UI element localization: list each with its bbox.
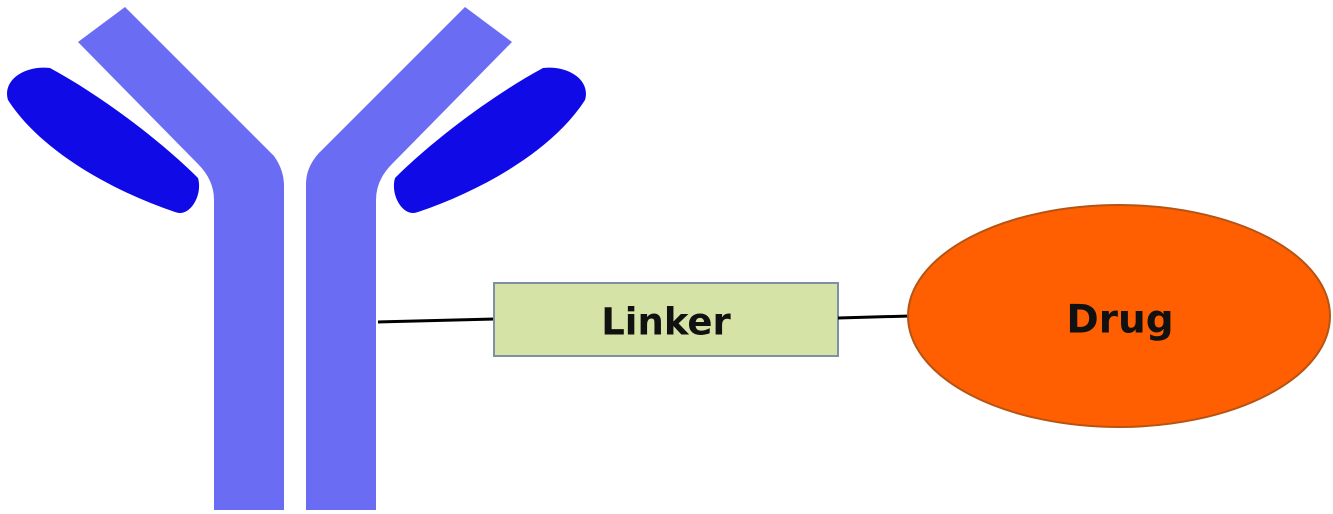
antibody-linker-connector	[377, 317, 496, 324]
drug-ellipse	[907, 204, 1331, 428]
antibody-right-heavy-chain	[306, 7, 512, 510]
antibody-left-light-chain	[7, 67, 200, 213]
linker-label: Linker	[601, 301, 731, 344]
drug-node: Drug	[907, 204, 1331, 428]
antibody-icon	[7, 7, 586, 510]
linker-node: Linker	[493, 282, 839, 357]
antibody-right-light-chain	[393, 67, 586, 213]
linker-box	[493, 282, 839, 357]
drug-label: Drug	[1066, 298, 1173, 343]
antibody-left-heavy-chain	[78, 7, 284, 510]
linker-drug-connector	[837, 314, 911, 320]
